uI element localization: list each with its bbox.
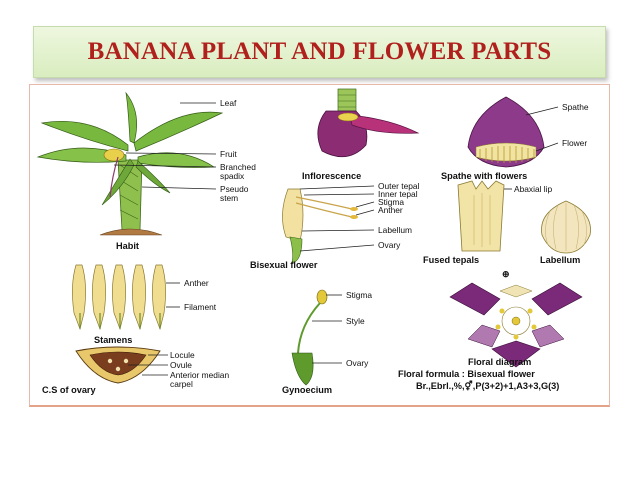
bisexual-caption: Bisexual flower	[250, 260, 318, 270]
floral-formula-title: Floral formula : Bisexual flower	[398, 369, 535, 379]
stamens-caption: Stamens	[94, 335, 132, 345]
floral-diagram-symbol: ⊕	[502, 269, 510, 279]
habit-label-branched: Branched	[220, 162, 256, 172]
spathe-label-flower: Flower	[562, 138, 587, 148]
labellum-illustration	[541, 200, 591, 254]
habit-label-stem: stem	[220, 193, 238, 203]
gynoecium-label-stigma: Stigma	[346, 290, 372, 300]
bisexual-label-anther: Anther	[378, 205, 403, 215]
labellum-caption: Labellum	[540, 255, 580, 265]
bisexual-label-stigma: Stigma	[378, 197, 404, 207]
gynoecium-label-style: Style	[346, 316, 365, 326]
gynoecium-label-ovary: Ovary	[346, 358, 369, 368]
slide-title: BANANA PLANT AND FLOWER PARTS	[87, 38, 552, 65]
stamens-illustration	[72, 264, 180, 331]
fused-tepals-illustration	[457, 180, 512, 252]
bisexual-label-labellum: Labellum	[378, 225, 412, 235]
floral-diagram-caption: Floral diagram	[468, 357, 531, 367]
ovary-cs-label-carpel: carpel	[170, 379, 193, 389]
banana-diagram: Leaf Fruit Branched spadix Pseudo stem H…	[36, 88, 591, 395]
bisexual-label-inner-tepal: Inner tepal	[378, 189, 418, 199]
bisexual-label-outer-tepal: Outer tepal	[378, 181, 420, 191]
ovary-cs-illustration	[75, 346, 168, 384]
stamens-label-filament: Filament	[184, 302, 217, 312]
stamens-label-anther: Anther	[184, 278, 209, 288]
habit-illustration	[36, 91, 224, 236]
habit-caption: Habit	[116, 241, 139, 251]
spathe-label-spathe: Spathe	[562, 102, 589, 112]
fused-tepals-caption: Fused tepals	[423, 255, 479, 265]
bisexual-label-ovary: Ovary	[378, 240, 401, 250]
ovary-cs-label-ovule: Ovule	[170, 360, 192, 370]
floral-formula: Br.,Ebrl.,%,⚥,P(3+2)+1,A3+3,G(3)	[416, 380, 559, 391]
title-banner: BANANA PLANT AND FLOWER PARTS	[33, 26, 606, 78]
gynoecium-caption: Gynoecium	[282, 385, 332, 395]
ovary-cs-label-locule: Locule	[170, 350, 195, 360]
habit-label-spadix: spadix	[220, 171, 245, 181]
gynoecium-illustration	[291, 289, 342, 386]
ovary-cs-label-anterior: Anterior median	[170, 370, 229, 380]
habit-label-leaf: Leaf	[220, 98, 237, 108]
ovary-cs-caption: C.S of ovary	[42, 385, 96, 395]
banana-figure-panel: Leaf Fruit Branched spadix Pseudo stem H…	[29, 84, 610, 407]
habit-label-pseudo: Pseudo	[220, 184, 249, 194]
inflorescence-illustration	[317, 88, 420, 158]
bisexual-flower-illustration	[282, 185, 375, 264]
fused-tepals-label-abaxial: Abaxial lip	[514, 184, 553, 194]
floral-diagram-illustration	[449, 282, 583, 368]
habit-label-fruit: Fruit	[220, 149, 237, 159]
spathe-illustration	[467, 96, 559, 168]
spathe-caption: Spathe with flowers	[441, 171, 527, 181]
inflorescence-caption: Inflorescence	[302, 171, 361, 181]
